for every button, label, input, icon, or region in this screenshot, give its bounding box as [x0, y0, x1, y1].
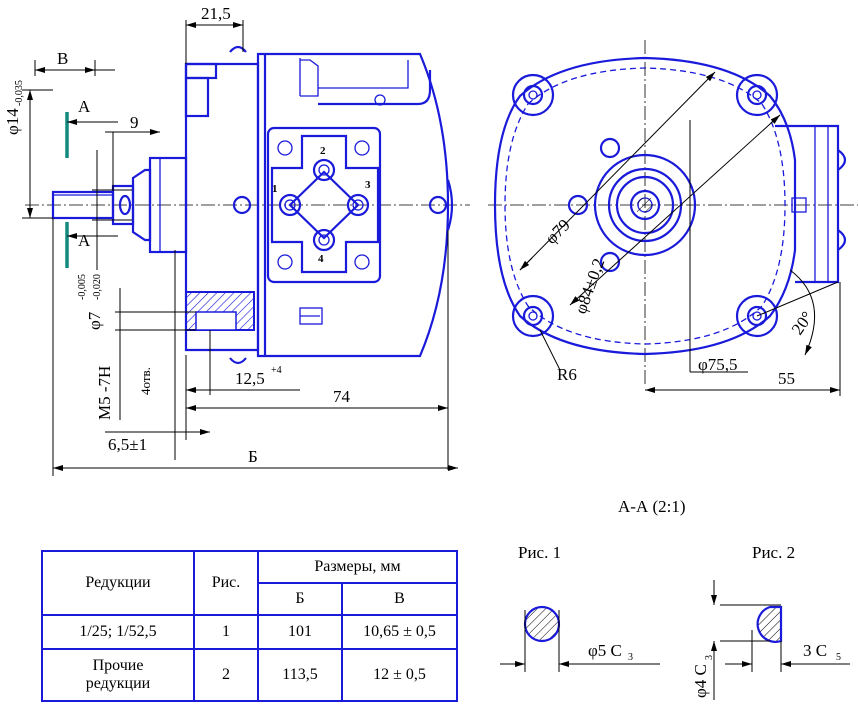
header-v: В [341, 582, 458, 616]
dim-v: В [57, 49, 68, 68]
dim-55: 55 [778, 369, 795, 388]
fig1-title: Рис. 1 [518, 543, 561, 562]
dim-holes: 4отв. [138, 367, 153, 395]
header-sizes: Размеры, мм [257, 550, 458, 584]
fig1-sub: 3 [628, 652, 633, 663]
table-row: Прочие редукции 2 113,5 12 ± 0,5 [41, 648, 458, 702]
dim-diam14: φ14 [3, 108, 22, 135]
front-view: φ79 φ84±0,2 R6 φ75,5 55 20° А-А (2:1) [488, 40, 858, 516]
fig2-title: Рис. 2 [752, 543, 795, 562]
fig2: Рис. 2 φ4 С 3 3 С 5 [691, 543, 850, 700]
dim-diam7: φ7 [85, 311, 104, 330]
row1-v: 10,65 ± 0,5 [341, 614, 458, 650]
section-letter-bottom: А [78, 231, 91, 250]
side-view: 2 3 1 4 А А 21,5 В φ14 -0,035 9 [3, 4, 470, 476]
row1-fig: 1 [193, 614, 259, 650]
dim-74: 74 [333, 387, 351, 406]
dim-9: 9 [130, 113, 139, 132]
fig2-label-v: φ4 С [691, 664, 710, 698]
header-reductions: Редукции [41, 550, 195, 616]
dim-6-5: 6,5±1 [108, 435, 147, 454]
dim-diam7-tol-up: -0,005 [77, 274, 88, 300]
table-row: 1/25; 1/52,5 1 101 10,65 ± 0,5 [41, 614, 458, 650]
row2-v: 12 ± 0,5 [341, 648, 458, 702]
dim-diam84: φ84±0,2 [571, 256, 608, 316]
pin-label-2: 2 [320, 145, 326, 157]
fig2-label-h: 3 С [803, 641, 827, 660]
fig1-label: φ5 С [588, 641, 622, 660]
dim-b: Б [248, 447, 258, 466]
reductions-table: Редукции Рис. Размеры, мм Б В 1/25; 1/52… [41, 550, 458, 702]
dim-21-5: 21,5 [201, 4, 231, 23]
pin-label-4: 4 [318, 253, 324, 265]
row2-reductions: Прочие редукции [41, 648, 195, 702]
dim-thread: М5 -7Н [95, 366, 114, 420]
dim-diam75-5: φ75,5 [698, 355, 738, 374]
section-caption: А-А (2:1) [618, 497, 686, 516]
section-letter-top: А [78, 97, 91, 116]
row2-b: 113,5 [257, 648, 343, 702]
row1-b: 101 [257, 614, 343, 650]
fig1: Рис. 1 φ5 С 3 [500, 543, 660, 672]
pin-label-1: 1 [272, 183, 278, 195]
row1-reductions: 1/25; 1/52,5 [41, 614, 195, 650]
dim-12-5-tol: +4 [271, 365, 282, 376]
fig2-sub-v: 3 [704, 655, 715, 660]
dim-r6: R6 [557, 365, 577, 384]
dim-12-5: 12,5 [235, 369, 265, 388]
header-b: Б [257, 582, 343, 616]
dim-diam14-tol: -0,035 [14, 80, 25, 106]
dim-diam7-tol-low: -0,020 [92, 274, 103, 300]
header-fig: Рис. [193, 550, 259, 616]
pin-label-3: 3 [365, 179, 371, 191]
row2-fig: 2 [193, 648, 259, 702]
fig2-sub-h: 5 [836, 652, 841, 663]
